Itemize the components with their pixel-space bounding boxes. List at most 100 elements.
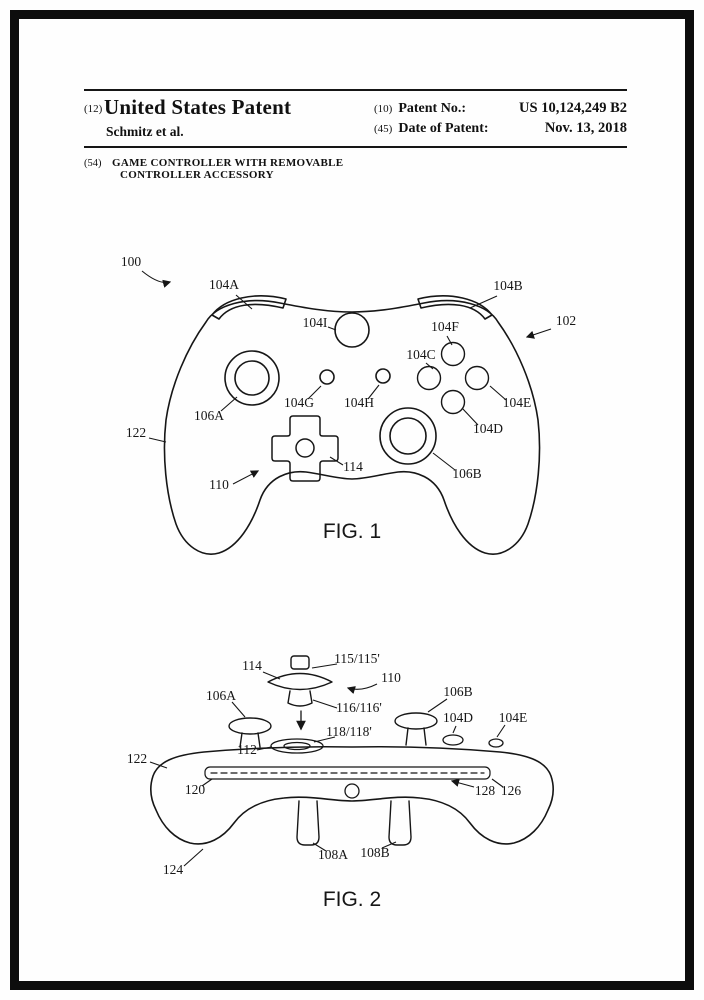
leader-fig2-106B <box>427 698 448 713</box>
fig1-label-104D: 104D <box>473 421 503 436</box>
fig1-label-104I: 104I <box>303 315 328 330</box>
leader-fig1-114 <box>329 456 344 466</box>
fig1-label-110: 110 <box>209 477 229 492</box>
fig1-menu-button <box>375 368 391 384</box>
fig2-stick-socket <box>270 738 324 754</box>
fig1-label-100: 100 <box>121 254 142 269</box>
patent-authors: Schmitz et al. <box>106 124 184 139</box>
leader-fig1-122 <box>148 437 167 443</box>
leader-fig1-106B <box>432 452 456 471</box>
fig1-left-bumper <box>211 295 287 320</box>
patent-date-row: (45) Date of Patent: Nov. 13, 2018 <box>374 120 627 137</box>
leader-fig2-108B <box>381 841 397 849</box>
header-code-10: (10) <box>374 103 393 115</box>
fig2-label-116: 116/116' <box>336 700 382 715</box>
header-top-rule <box>84 89 627 91</box>
header-bottom-rule <box>84 146 627 148</box>
fig1-label-104H: 104H <box>344 395 374 410</box>
fig2-labels: 114 115/115' 110 106A 106B 116/116' 104D… <box>127 651 527 877</box>
leader-fig1-104I <box>327 326 337 331</box>
fig1-label-104F: 104F <box>431 319 459 334</box>
fig1-dpad <box>271 415 339 482</box>
fig2-label-114: 114 <box>242 658 262 673</box>
fig2-label-112: 112 <box>237 742 257 757</box>
header-code-45: (45) <box>374 123 393 135</box>
leader-fig1-104A <box>235 294 253 310</box>
fig1-drawing <box>163 295 541 555</box>
fig1-face-buttons <box>416 341 490 415</box>
fig1-label-114: 114 <box>343 459 363 474</box>
fig1-label-104B: 104B <box>493 278 522 293</box>
fig2-button-104E <box>488 738 504 748</box>
fig1-labels: 100 104A 104B 104I 104F 102 104C 106A 10… <box>121 254 576 492</box>
fig2-label-108A: 108A <box>318 847 348 862</box>
fig1-label-106A: 106A <box>194 408 224 423</box>
fig1-label-102: 102 <box>556 313 576 328</box>
patent-no-value: US 10,124,249 B2 <box>519 100 627 116</box>
leader-fig1-106A <box>220 396 238 412</box>
patent-title: United States Patent <box>104 95 292 119</box>
fig2-label-120: 120 <box>185 782 206 797</box>
fig2-rail-plate <box>204 766 491 780</box>
fig2-leaders <box>149 663 506 867</box>
fig1-right-stick <box>379 407 437 465</box>
fig2-center-port <box>344 783 360 799</box>
leader-fig1-104C <box>425 362 434 370</box>
fig1-label-104A: 104A <box>209 277 239 292</box>
fig2-label-110: 110 <box>381 670 401 685</box>
fig1-caption: FIG. 1 <box>323 520 381 543</box>
header-code-12: (12) <box>84 103 103 115</box>
fig2-label-108B: 108B <box>360 845 389 860</box>
fig1-label-106B: 106B <box>452 466 481 481</box>
fig2-removable-stick <box>267 655 333 707</box>
leader-fig2-114 <box>262 671 281 680</box>
leader-fig2-110 <box>346 683 378 695</box>
poster-frame <box>10 10 694 990</box>
leader-fig2-120 <box>201 778 213 787</box>
patent-date-value: Nov. 13, 2018 <box>544 120 627 136</box>
leader-fig2-108A <box>312 842 327 852</box>
invention-title-line2: CONTROLLER ACCESSORY <box>120 169 274 181</box>
fig2-foot-108B <box>388 800 412 846</box>
invention-title-line1: GAME CONTROLLER WITH REMOVABLE <box>112 157 344 169</box>
leader-fig2-104D <box>452 725 457 734</box>
fig2-left-stick <box>228 717 272 748</box>
fig2-label-124: 124 <box>163 862 184 877</box>
fig2-drawing <box>150 655 554 846</box>
leader-fig2-126 <box>491 778 504 788</box>
fig2-label-128: 128 <box>475 783 496 798</box>
leader-fig2-128 <box>450 778 475 788</box>
fig2-foot-108A <box>296 800 320 846</box>
leader-fig2-104E <box>496 724 506 738</box>
leader-fig1-100 <box>141 270 172 288</box>
leader-fig1-104H <box>367 384 380 400</box>
fig1-label-122: 122 <box>126 425 146 440</box>
fig1-right-bumper <box>417 295 493 320</box>
fig2-label-126: 126 <box>501 783 522 798</box>
fig2-label-106A: 106A <box>206 688 236 703</box>
patent-number-row: (10) Patent No.: US 10,124,249 B2 <box>374 100 627 117</box>
fig2-right-stick <box>394 712 438 746</box>
leader-fig2-112 <box>256 746 272 751</box>
fig1-label-104G: 104G <box>284 395 314 410</box>
leader-fig2-124 <box>183 848 204 867</box>
leader-fig2-115 <box>311 663 338 669</box>
fig1-home-button <box>334 312 370 348</box>
leader-fig1-104E <box>489 385 507 401</box>
patent-no-label: Patent No.: <box>398 101 466 116</box>
fig1-view-button <box>319 369 335 385</box>
leader-fig2-116 <box>312 699 338 709</box>
patent-date-label: Date of Patent: <box>398 121 489 136</box>
leader-fig1-104B <box>469 295 498 309</box>
fig2-label-118: 118/118' <box>326 724 372 739</box>
fig1-body-outline <box>163 299 541 555</box>
leader-fig1-104G <box>307 385 322 400</box>
fig2-body-outline <box>150 745 554 845</box>
fig2-label-122: 122 <box>127 751 147 766</box>
invention-code-54: (54) <box>84 158 102 169</box>
fig1-leaders <box>141 270 552 485</box>
fig2-caption: FIG. 2 <box>323 888 381 911</box>
fig2-label-106B: 106B <box>443 684 472 699</box>
